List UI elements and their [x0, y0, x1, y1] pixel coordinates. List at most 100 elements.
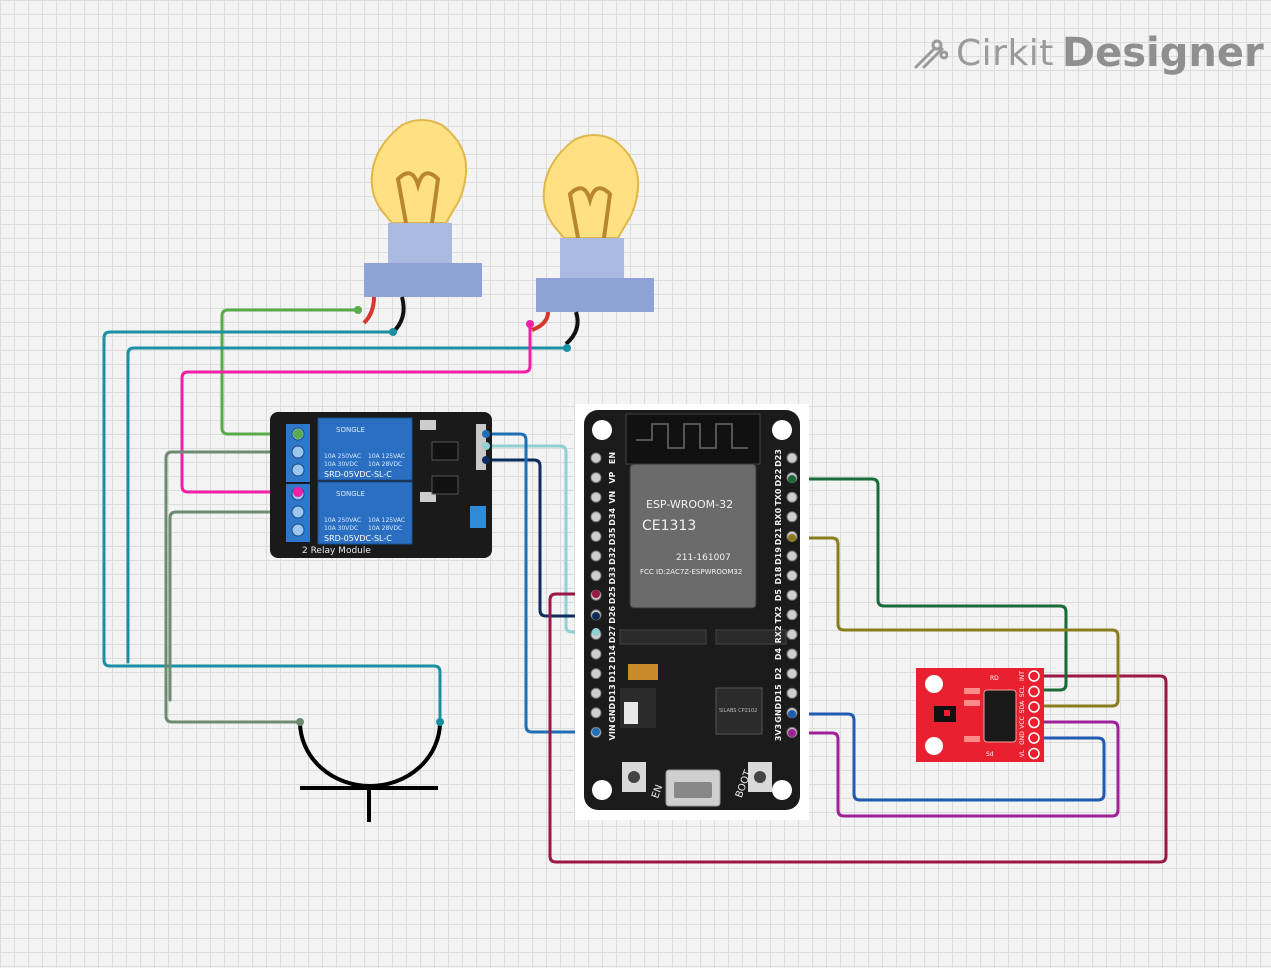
esp-pin-label-right: 3V3	[774, 724, 783, 741]
wire-teal-inner[interactable]	[126, 346, 569, 664]
sensor-label-bottom: Sd	[986, 751, 994, 758]
wire-gray-2[interactable]	[168, 510, 300, 702]
esp-pin-label-right: D2	[774, 667, 783, 679]
esp-pin-label-right: TX0	[774, 488, 783, 506]
esp-pin-left-d34[interactable]	[590, 511, 602, 523]
esp-pin-label-right: D21	[774, 527, 783, 545]
esp-pin-right-d5[interactable]	[786, 589, 798, 601]
wire-blue-gnd[interactable]	[790, 712, 1106, 802]
esp-pin-label-right: D4	[774, 647, 783, 660]
wire-magenta[interactable]	[180, 322, 532, 494]
esp-pin-right-d18[interactable]	[786, 570, 798, 582]
esp32-mounting-holes	[592, 420, 792, 800]
esp-pin-left-d13[interactable]	[590, 687, 602, 699]
relay-cube-2	[317, 481, 413, 545]
sensor-pin-label: VCC	[1019, 716, 1026, 728]
esp-pin-right-d19[interactable]	[786, 550, 798, 562]
esp-pin-label-right: D5	[774, 589, 783, 602]
wire-teal-outer[interactable]	[102, 330, 442, 724]
usb-chip-label: SILABS CP2102	[719, 708, 757, 714]
relay-2-rating-d: 10A 28VDC	[368, 525, 402, 532]
esp-pin-label-right: D19	[774, 547, 783, 565]
cirkit-designer-logo: Cirkit Designer	[912, 30, 1264, 76]
brand-name: Cirkit	[956, 32, 1054, 74]
relay-1-brand: SONGLE	[336, 426, 365, 434]
ac-power-source[interactable]	[298, 721, 442, 822]
wire-navy[interactable]	[484, 458, 598, 618]
wire-purple[interactable]	[790, 720, 1120, 818]
esp-pin-left-vp[interactable]	[590, 472, 602, 484]
bulb-right[interactable]	[531, 134, 654, 346]
esp-pin-label-left: D12	[608, 665, 617, 683]
wire-gray-1[interactable]	[164, 450, 302, 724]
boot-button[interactable]	[748, 762, 772, 792]
sensor-component	[983, 689, 1017, 743]
esp-pin-label-left: D34	[608, 507, 617, 525]
esp-pin-left-gnd[interactable]	[590, 707, 602, 719]
esp-pin-label-right: D15	[774, 684, 783, 702]
sensor-mount-hole-1	[925, 675, 943, 693]
esp-pin-left-d33[interactable]	[590, 570, 602, 582]
sensor-pin-vcc[interactable]	[1028, 716, 1040, 729]
light-bulb-icon	[362, 119, 482, 335]
esp-pin-left-d14[interactable]	[590, 648, 602, 660]
relay-2-brand: SONGLE	[336, 490, 365, 498]
esp-pin-label-right: D18	[774, 566, 783, 584]
wire-crimson[interactable]	[548, 592, 1168, 864]
relay-1-rating-d: 10A 28VDC	[368, 461, 402, 468]
esp-pin-label-left: VP	[608, 471, 617, 483]
esp-pin-label-right: RX0	[774, 507, 783, 525]
sensor-pin-sda[interactable]	[1028, 701, 1040, 713]
esp-pin-left-vn[interactable]	[590, 491, 602, 503]
esp-pin-left-d12[interactable]	[590, 668, 602, 680]
relay-2-rating-a: 10A 250VAC	[324, 517, 361, 524]
en-button[interactable]	[622, 762, 646, 792]
esp-fcc-id: FCC ID:2AC7Z-ESPWROOM32	[640, 568, 742, 576]
wire-lightblue[interactable]	[484, 444, 598, 634]
wire-olive[interactable]	[790, 536, 1120, 708]
esp-cert-id: 211-161007	[676, 553, 731, 563]
sensor-pin-label: INT	[1019, 671, 1026, 681]
esp-pin-left-d32[interactable]	[590, 550, 602, 562]
esp-pin-right-d15[interactable]	[786, 687, 798, 699]
esp-pin-right-d2[interactable]	[786, 668, 798, 680]
connection-dots	[293, 306, 796, 737]
sensor-pin-label: VL	[1019, 749, 1026, 757]
wires	[102, 308, 1168, 864]
esp-pin-label-left: D14	[608, 645, 617, 663]
esp-pin-label-left: D27	[608, 626, 617, 644]
usb-uart-chip	[715, 687, 763, 735]
en-button-label: EN	[650, 783, 665, 800]
sensor-pin-vl[interactable]	[1028, 747, 1040, 760]
wire-darkgreen[interactable]	[790, 477, 1068, 692]
esp-pin-label-left: EN	[608, 452, 617, 464]
ac-power-source-icon	[298, 721, 442, 822]
sensor-pin-gnd[interactable]	[1028, 732, 1040, 744]
esp-pin-label-left: D26	[608, 605, 617, 623]
relay-module[interactable]: SONGLE 10A 250VAC 10A 30VDC 10A 125VAC 1…	[270, 412, 492, 558]
product-name: Designer	[1061, 30, 1264, 76]
sensor-pin-int[interactable]	[1028, 670, 1040, 682]
esp-pin-label-left: D13	[608, 684, 617, 702]
esp-pin-left-d35[interactable]	[590, 530, 602, 542]
relay-2-model: SRD-05VDC-SL-C	[324, 534, 392, 543]
esp-pin-right-tx2[interactable]	[786, 609, 798, 621]
sensor-pin-scl[interactable]	[1028, 685, 1040, 698]
relay-2-rating-c: 10A 125VAC	[368, 517, 405, 524]
relay-1-rating-b: 10A 30VDC	[324, 461, 358, 468]
esp-pin-right-tx0[interactable]	[786, 491, 798, 503]
esp-pin-label-left: D33	[608, 567, 617, 585]
esp-pin-right-rx0[interactable]	[786, 511, 798, 523]
esp-pin-label-right: RX2	[774, 625, 783, 643]
sensor-pin-label: GND	[1019, 731, 1026, 745]
wire-blue-vin[interactable]	[484, 432, 598, 734]
sensor-pin-label: SCL	[1019, 685, 1026, 697]
esp-pin-right-d23[interactable]	[786, 452, 798, 464]
esp-pin-right-d4[interactable]	[786, 648, 798, 660]
esp32-board[interactable]: ESP-WROOM-32 CE1313 211-161007 FCC ID:2A…	[575, 404, 809, 820]
esp-pin-right-rx2[interactable]	[786, 628, 798, 640]
bulb-left[interactable]	[362, 119, 482, 335]
esp-pin-left-en[interactable]	[590, 452, 602, 464]
esp-module-title: ESP-WROOM-32	[646, 498, 733, 511]
